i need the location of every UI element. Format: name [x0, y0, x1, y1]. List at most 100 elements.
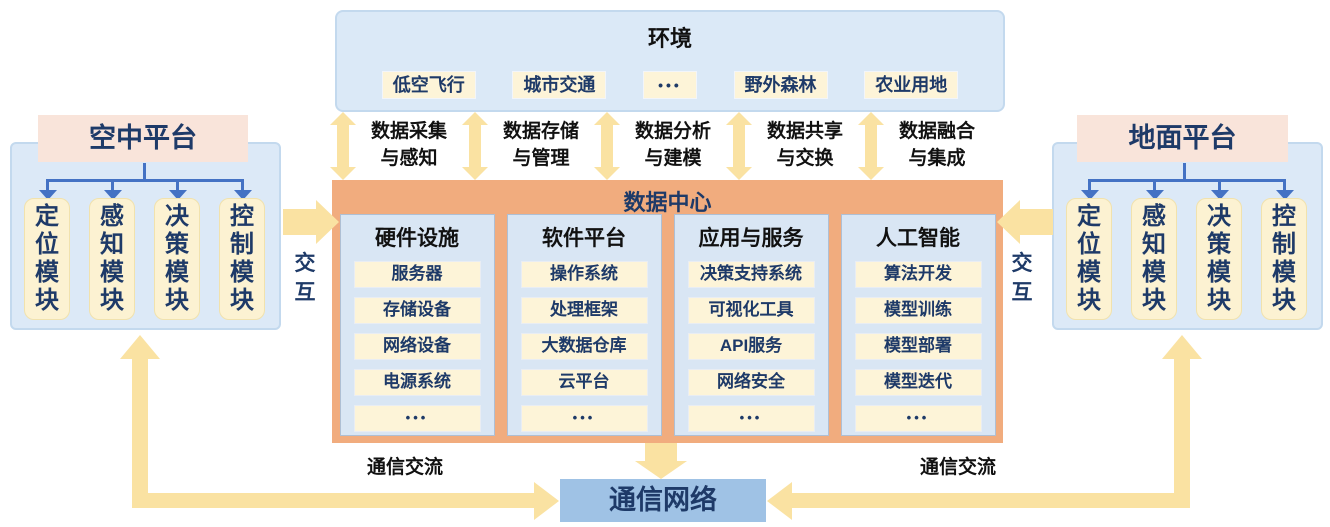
column-item: 决策支持系统 [687, 261, 815, 288]
connector-line [1218, 179, 1221, 191]
network-box: 通信网络 [560, 479, 766, 522]
column-item: 大数据仓库 [520, 333, 648, 360]
ground-platform-box: 定位模块 感知模块 决策模块 控制模块 [1052, 142, 1323, 330]
module-decision: 决策模块 [1196, 198, 1242, 320]
arrow-left-icon [997, 200, 1020, 244]
arrow-up-icon [120, 335, 160, 359]
air-platform-box: 定位模块 感知模块 决策模块 控制模块 [10, 142, 281, 330]
column-header: 应用与服务 [698, 227, 804, 250]
column-item: 网络设备 [353, 333, 481, 360]
datacenter-column-services: 应用与服务 决策支持系统 可视化工具 API服务 网络安全 ••• [673, 214, 829, 436]
module-control: 控制模块 [1261, 198, 1307, 320]
connector-line [46, 179, 244, 182]
connector-line [241, 179, 244, 191]
column-item: 电源系统 [353, 369, 481, 396]
column-header: 人工智能 [876, 227, 960, 250]
column-item: 网络安全 [687, 369, 815, 396]
comm-label-left: 通信交流 [366, 457, 443, 478]
datacenter-column-ai: 人工智能 算法开发 模型训练 模型部署 模型迭代 ••• [840, 214, 996, 436]
connector-line [1088, 179, 1286, 182]
arrow-down-icon [635, 461, 687, 479]
arrow-left-icon [767, 482, 792, 520]
air-platform-title: 空中平台 [38, 115, 248, 162]
environment-item: 农业用地 [864, 71, 959, 99]
connector-line [1283, 179, 1286, 191]
environment-item: 野外森林 [733, 71, 828, 99]
datacenter-box: 数据中心 硬件设施 服务器 存储设备 网络设备 电源系统 ••• 软件平台 操作… [332, 180, 1003, 443]
arrow-right-icon [534, 482, 559, 520]
environment-item-row: 低空飞行 城市交通 ••• 野外森林 农业用地 [345, 71, 995, 99]
datacenter-column-hardware: 硬件设施 服务器 存储设备 网络设备 电源系统 ••• [339, 214, 495, 436]
arrow-down-icon [645, 443, 677, 462]
arrow-right-icon [316, 200, 339, 244]
column-item: 模型迭代 [854, 369, 982, 396]
column-item: 处理框架 [520, 297, 648, 324]
datacenter-column-software: 软件平台 操作系统 处理框架 大数据仓库 云平台 ••• [506, 214, 662, 436]
arrow-up-icon [1162, 335, 1202, 359]
arrow-down-icon [169, 190, 187, 200]
column-item: 云平台 [520, 369, 648, 396]
column-item: 服务器 [353, 261, 481, 288]
arrow-down-icon [39, 190, 57, 200]
arrow-down-icon [104, 190, 122, 200]
column-item-ellipsis: ••• [520, 405, 648, 432]
connector-line [1088, 179, 1091, 191]
datacenter-title: 数据中心 [623, 190, 712, 215]
column-item-ellipsis: ••• [687, 405, 815, 432]
column-item: 模型部署 [854, 333, 982, 360]
double-arrow-icon [330, 112, 356, 180]
interaction-label-right: 交互 [1011, 252, 1033, 304]
ground-platform-title: 地面平台 [1077, 115, 1288, 162]
arrow-right-icon [283, 209, 316, 235]
column-item: 存储设备 [353, 297, 481, 324]
double-arrow-icon [726, 112, 752, 180]
connector-line [111, 179, 114, 191]
module-positioning: 定位模块 [1066, 198, 1112, 320]
module-decision: 决策模块 [154, 198, 200, 320]
interaction-label-left: 交互 [294, 252, 316, 304]
flow-label-data-sharing: 数据共享 与交换 [766, 121, 843, 169]
connector-line [176, 179, 179, 191]
connector-line [792, 493, 1190, 508]
double-arrow-icon [594, 112, 620, 180]
environment-box: 环境 低空飞行 城市交通 ••• 野外森林 农业用地 [335, 10, 1005, 112]
connector-line [143, 163, 146, 180]
comm-label-right: 通信交流 [919, 457, 996, 478]
flow-label-data-analysis: 数据分析 与建模 [634, 121, 711, 169]
environment-item-ellipsis: ••• [643, 71, 697, 99]
column-item-ellipsis: ••• [353, 405, 481, 432]
connector-line [132, 357, 148, 508]
environment-title: 环境 [647, 26, 692, 51]
column-item: 模型训练 [854, 297, 982, 324]
datacenter-columns: 硬件设施 服务器 存储设备 网络设备 电源系统 ••• 软件平台 操作系统 处理… [332, 214, 1003, 436]
connector-line [132, 493, 534, 508]
module-control: 控制模块 [219, 198, 265, 320]
module-positioning: 定位模块 [24, 198, 70, 320]
arrow-down-icon [1211, 190, 1229, 200]
environment-item: 城市交通 [512, 71, 607, 99]
module-perception: 感知模块 [89, 198, 135, 320]
column-item-ellipsis: ••• [854, 405, 982, 432]
column-header: 软件平台 [542, 227, 626, 250]
double-arrow-icon [462, 112, 488, 180]
column-header: 硬件设施 [375, 227, 459, 250]
flow-label-data-collection: 数据采集 与感知 [370, 121, 447, 169]
connector-line [1183, 163, 1186, 180]
double-arrow-icon [858, 112, 884, 180]
connector-line [1153, 179, 1156, 191]
arrow-down-icon [1146, 190, 1164, 200]
connector-line [46, 179, 49, 191]
column-item: 操作系统 [520, 261, 648, 288]
column-item: API服务 [687, 333, 815, 360]
connector-line [1174, 357, 1190, 508]
arrow-down-icon [1276, 190, 1294, 200]
arrow-left-icon [1020, 209, 1053, 235]
arrow-down-icon [234, 190, 252, 200]
column-item: 算法开发 [854, 261, 982, 288]
arrow-down-icon [1081, 190, 1099, 200]
flow-label-data-fusion: 数据融合 与集成 [898, 121, 975, 169]
column-item: 可视化工具 [687, 297, 815, 324]
flow-label-data-storage: 数据存储 与管理 [502, 121, 579, 169]
module-perception: 感知模块 [1131, 198, 1177, 320]
